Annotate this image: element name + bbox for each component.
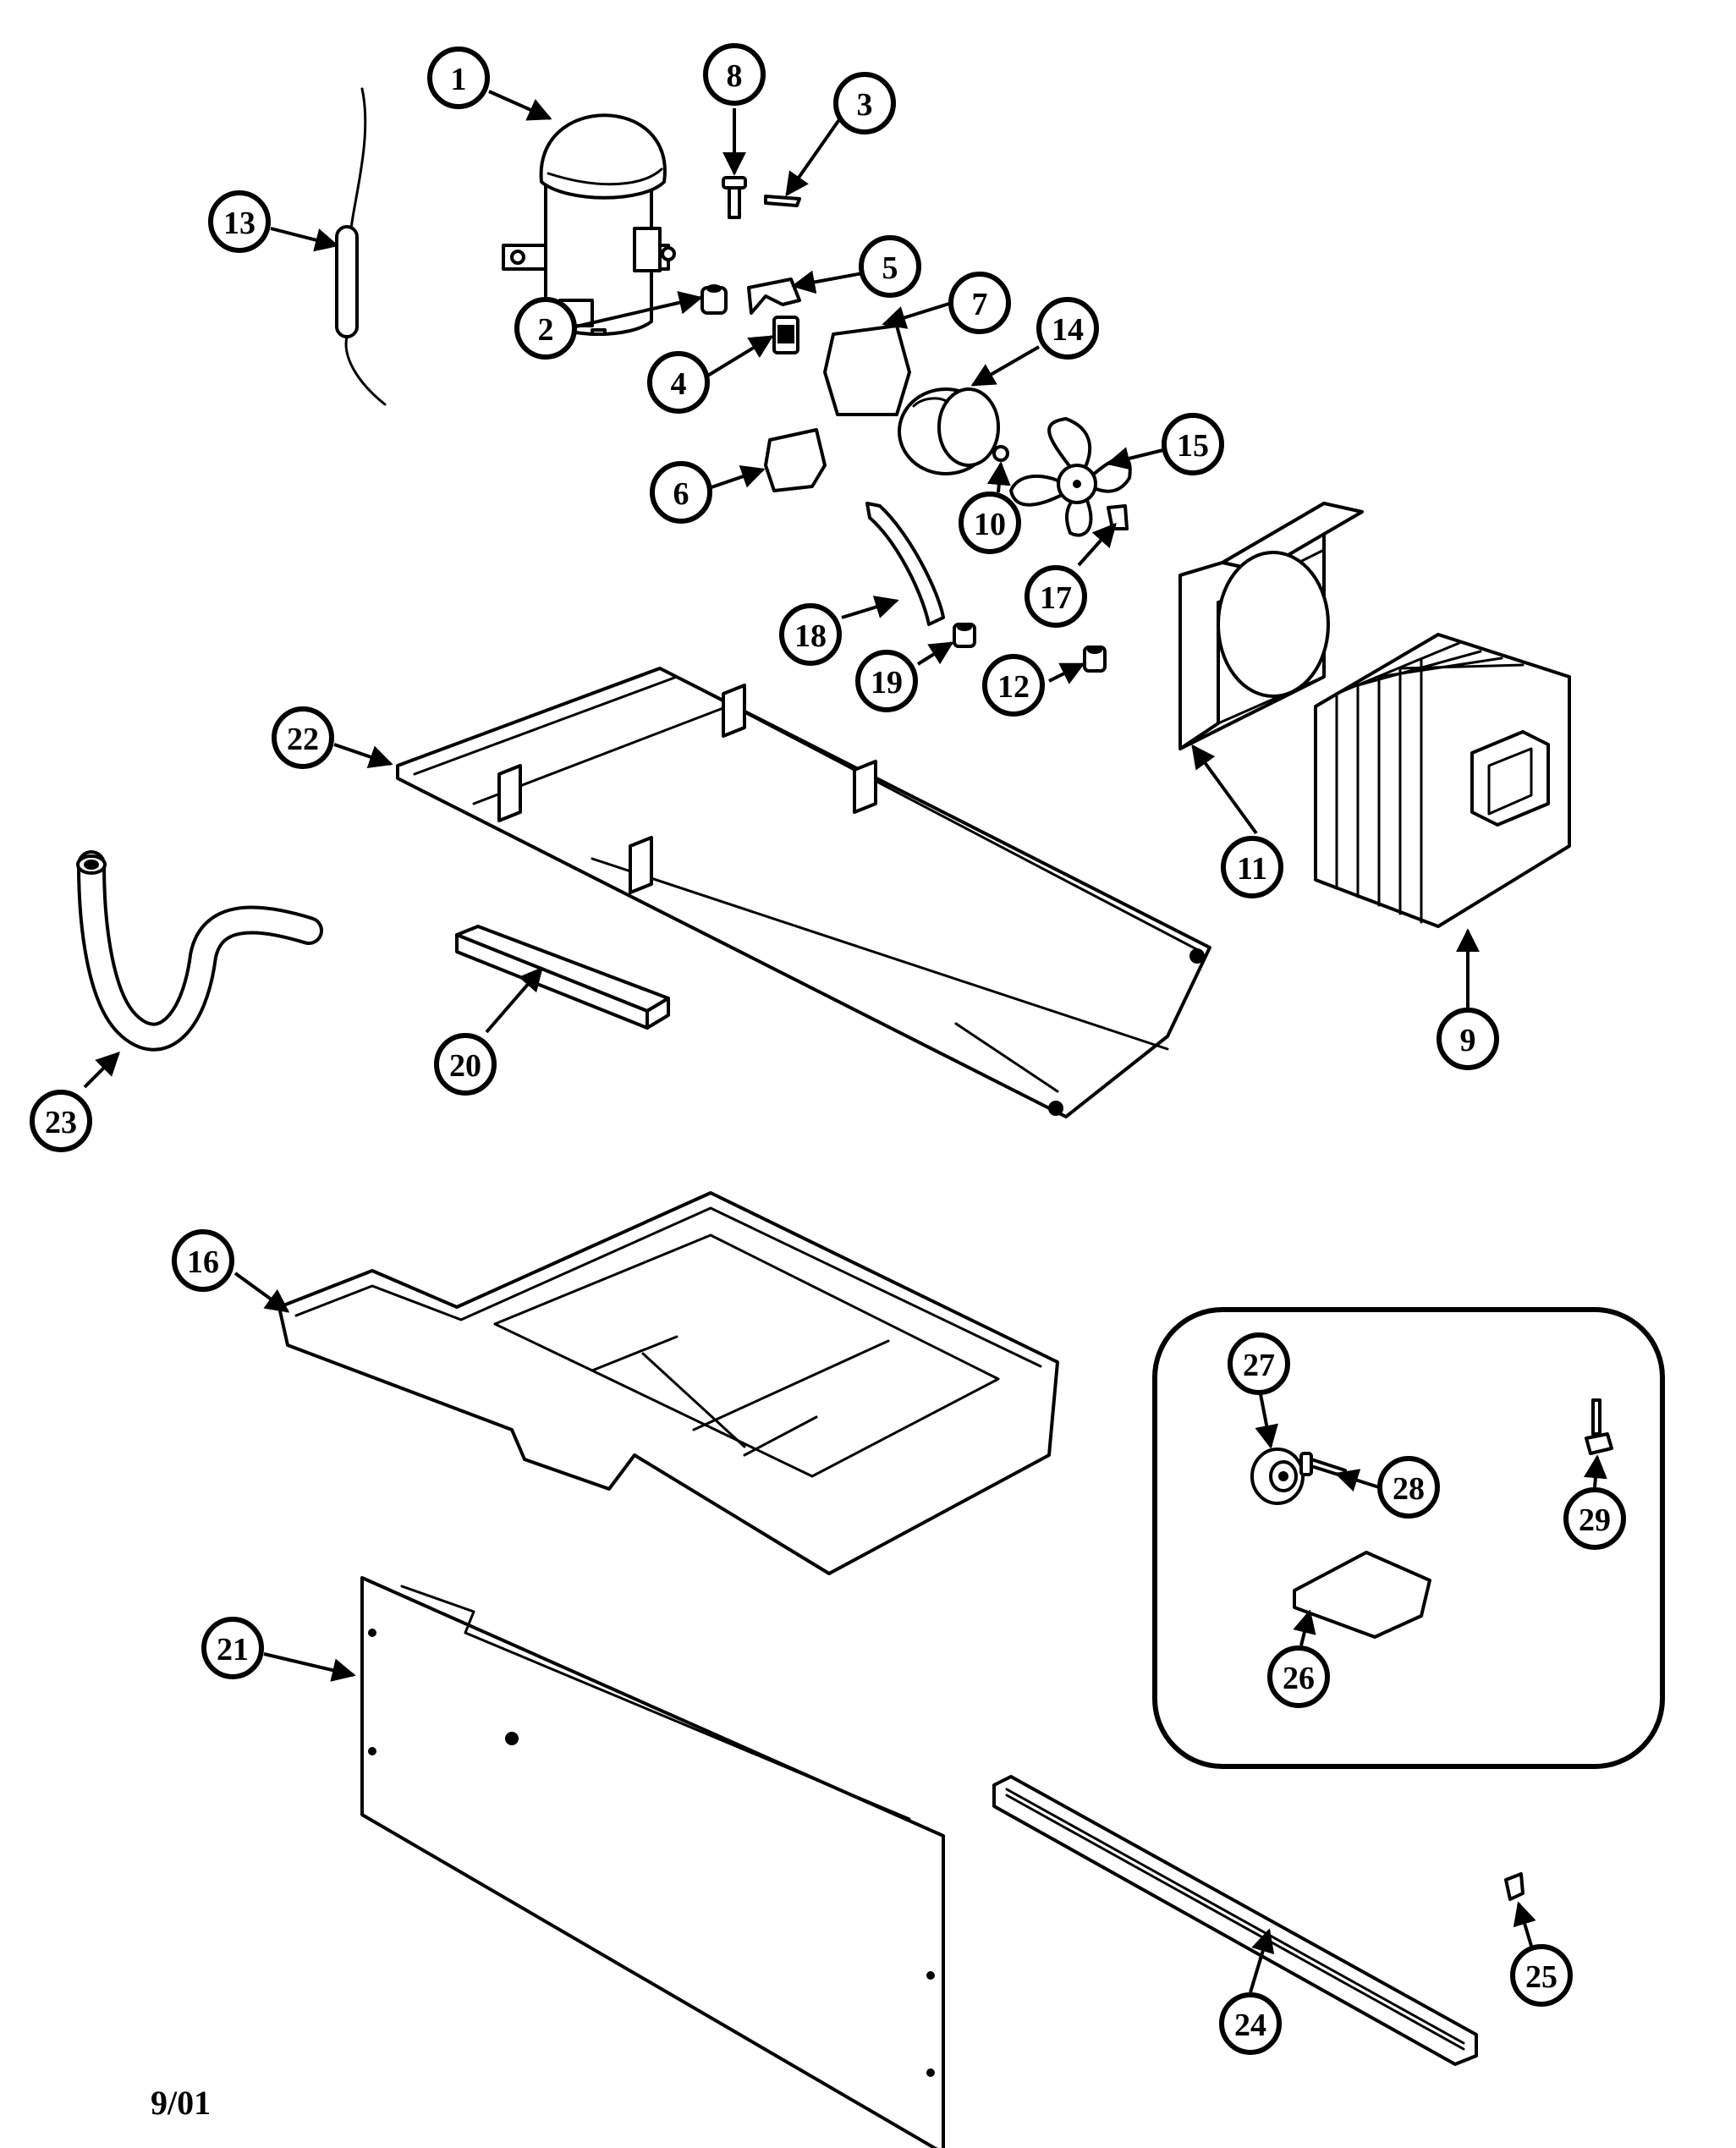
part-12-grommet: [1083, 645, 1107, 673]
date-code: 9/01: [151, 2084, 212, 2122]
svg-text:13: 13: [223, 206, 255, 241]
svg-text:12: 12: [997, 669, 1030, 705]
callout-16: 16: [172, 1229, 234, 1292]
part-17-clip: [1107, 504, 1129, 530]
svg-text:22: 22: [287, 722, 319, 757]
callout-27: 27: [1228, 1332, 1290, 1395]
callout-20: 20: [434, 1033, 497, 1096]
part-23-hose: [76, 850, 323, 1052]
callout-10: 10: [959, 492, 1021, 554]
callout-19: 19: [855, 650, 918, 712]
svg-text:17: 17: [1040, 580, 1072, 616]
part-6-capacitor: [764, 428, 827, 492]
callout-6: 6: [650, 461, 712, 524]
callout-18: 18: [779, 603, 842, 666]
part-24-grille: [992, 1775, 1478, 2066]
callout-8: 8: [703, 43, 766, 106]
callout-24: 24: [1219, 1992, 1282, 2055]
part-16-drain-pan: [277, 1191, 1059, 1575]
svg-text:11: 11: [1237, 851, 1267, 887]
part-21-front-panel: [360, 1576, 945, 2148]
callout-29: 29: [1563, 1487, 1626, 1550]
callout-23: 23: [30, 1090, 92, 1152]
svg-text:25: 25: [1525, 1959, 1557, 1995]
callout-5: 5: [859, 235, 921, 298]
callout-15: 15: [1162, 413, 1224, 475]
callout-7: 7: [948, 272, 1011, 334]
svg-text:18: 18: [794, 618, 827, 654]
callout-14: 14: [1036, 297, 1099, 360]
svg-text:5: 5: [882, 250, 898, 286]
part-11-shroud: [1178, 502, 1364, 750]
part-29-leveling-leg: [1585, 1398, 1613, 1455]
svg-text:29: 29: [1579, 1503, 1611, 1538]
callout-25: 25: [1510, 1944, 1573, 2007]
svg-text:6: 6: [673, 476, 689, 512]
svg-text:20: 20: [449, 1048, 481, 1084]
svg-text:14: 14: [1052, 312, 1084, 348]
part-27-roller: [1250, 1448, 1305, 1505]
svg-text:26: 26: [1283, 1661, 1315, 1696]
callout-1: 1: [427, 47, 490, 109]
callout-21: 21: [201, 1617, 264, 1679]
part-18-bracket: [865, 502, 945, 626]
svg-text:7: 7: [972, 287, 988, 322]
svg-text:3: 3: [857, 87, 873, 123]
part-26-caster-bracket: [1293, 1551, 1431, 1639]
part-14-fan-motor: [898, 387, 1000, 475]
part-7-overload: [823, 324, 911, 416]
part-8-screw: [722, 176, 747, 219]
callout-26: 26: [1267, 1645, 1330, 1708]
part-4-relay: [772, 316, 799, 354]
part-5-bracket: [747, 277, 801, 315]
svg-text:9: 9: [1460, 1023, 1476, 1058]
callout-4: 4: [647, 351, 710, 414]
svg-text:15: 15: [1177, 428, 1209, 464]
svg-text:23: 23: [45, 1105, 77, 1140]
leader-lines: [83, 90, 1607, 1993]
svg-text:19: 19: [871, 665, 903, 700]
inset-box: [1152, 1307, 1665, 1769]
svg-text:2: 2: [538, 312, 554, 348]
svg-text:4: 4: [671, 366, 687, 402]
svg-text:16: 16: [187, 1244, 219, 1280]
svg-text:27: 27: [1243, 1348, 1275, 1383]
callout-9: 9: [1437, 1008, 1499, 1070]
svg-text:8: 8: [727, 58, 743, 94]
svg-text:1: 1: [451, 62, 467, 97]
callout-3: 3: [833, 72, 896, 135]
callout-28: 28: [1377, 1456, 1440, 1519]
callout-12: 12: [982, 654, 1045, 717]
svg-text:28: 28: [1393, 1471, 1425, 1507]
part-10-washer: [992, 445, 1009, 462]
callout-2: 2: [514, 297, 577, 360]
part-22-base-pan: [396, 667, 1211, 1118]
part-19-grommet: [953, 623, 976, 648]
part-15-fan-blade: [1009, 417, 1132, 537]
callout-17: 17: [1025, 565, 1087, 628]
part-25-clip: [1504, 1872, 1524, 1901]
part-13-drier: [335, 87, 387, 406]
part-2-grommet: [700, 284, 728, 315]
callout-22: 22: [272, 706, 334, 769]
callout-11: 11: [1221, 836, 1283, 898]
part-20-rail: [455, 925, 670, 1030]
svg-text:21: 21: [217, 1632, 249, 1667]
part-9-condenser: [1314, 633, 1571, 928]
callout-13: 13: [208, 190, 271, 253]
svg-text:10: 10: [974, 507, 1006, 542]
part-3-clip: [764, 195, 801, 207]
part-1-compressor: [502, 113, 676, 336]
svg-text:24: 24: [1234, 2008, 1266, 2043]
